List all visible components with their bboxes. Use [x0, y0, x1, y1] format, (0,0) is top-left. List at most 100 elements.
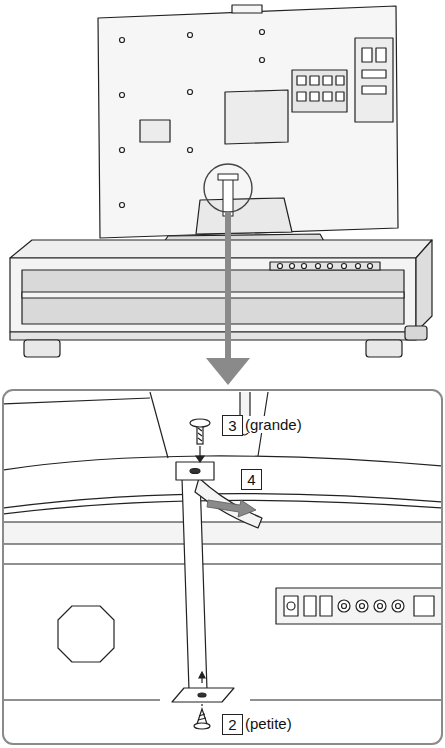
connectors: [284, 596, 434, 616]
large-screw: [190, 419, 210, 462]
strap-band: [182, 478, 207, 690]
drawing-part: [304, 596, 316, 616]
drawing-part: [225, 212, 231, 360]
drawing-part: [378, 604, 383, 609]
detail-view: [4, 392, 441, 700]
av-jacks: [278, 264, 373, 269]
detail-panel: [3, 390, 442, 744]
drawing-part: [342, 264, 347, 269]
tv-set: [98, 5, 398, 254]
tv-terminal-panel: [292, 70, 347, 112]
drawing-part: [194, 723, 210, 729]
mount-holes: [120, 30, 265, 208]
zoom-arrow: [206, 212, 250, 385]
terminals: [297, 48, 386, 101]
drawing-part: [188, 90, 193, 95]
drawing-part: [223, 176, 233, 216]
strap-small: [218, 174, 238, 216]
base-top: [4, 456, 441, 470]
drawing-part: [392, 600, 404, 612]
tv-back: [98, 6, 398, 238]
cabinet-opening: [22, 270, 404, 324]
strap-hole: [198, 693, 206, 697]
drawing-part: [297, 92, 306, 101]
drawing-part: [316, 264, 321, 269]
drawing-part: [206, 358, 250, 385]
drawing-part: [120, 203, 125, 208]
tv-side-block: [355, 38, 393, 122]
callout-box: 2: [222, 714, 243, 735]
drawing-part: [374, 600, 386, 612]
drawing-part: [290, 264, 295, 269]
drawing-part: [302, 264, 307, 269]
drawing-part: [190, 419, 210, 427]
drawing-part: [287, 602, 295, 610]
cabinet-back-strip: [270, 262, 380, 270]
drawing-part: [297, 76, 306, 85]
drawing-part: [414, 596, 434, 616]
drawing-part: [260, 58, 265, 63]
drawing-part: [260, 30, 265, 35]
drawing-part: [188, 148, 193, 153]
drawing-part: [356, 264, 361, 269]
foot: [405, 326, 427, 340]
connector-panel: [276, 588, 441, 624]
cabinet-back-edge: [4, 563, 441, 564]
magnifier-circle: [204, 164, 252, 212]
strap-hole: [190, 469, 200, 474]
callout-number: 3: [223, 417, 242, 434]
callout-number: 4: [242, 471, 261, 488]
drawing-part: [360, 604, 365, 609]
cable-hole: [58, 606, 114, 662]
cabinet-top: [10, 240, 432, 258]
cabinet-shelf: [22, 292, 404, 298]
size-note: (petite): [244, 715, 293, 732]
drawing-part: [368, 264, 373, 269]
size-note: (grande): [244, 416, 303, 433]
tv-recess: [225, 90, 288, 144]
cabinet-plinth: [10, 332, 416, 340]
drawing-part: [120, 93, 125, 98]
tv-cabinet: [10, 240, 432, 357]
drawing-part: [376, 48, 386, 62]
drawing-part: [198, 714, 206, 720]
drawing-part: [218, 174, 238, 180]
drawing-part: [342, 604, 347, 609]
foot: [24, 340, 60, 357]
drawing-part: [323, 92, 332, 101]
drawing-part: [362, 86, 386, 94]
drawing-part: [336, 76, 344, 85]
foot: [366, 340, 402, 357]
drawing-part: [284, 596, 298, 616]
drawing-part: [188, 33, 193, 38]
callout-number: 2: [223, 716, 242, 733]
drawing-part: [120, 38, 125, 43]
drawing-part: [396, 604, 401, 609]
cabinet-side: [416, 240, 432, 332]
drawing-part: [310, 76, 319, 85]
callout-box: 3: [222, 415, 243, 436]
strap: [172, 462, 262, 702]
cabinet-front: [10, 258, 416, 332]
drawing-part: [323, 76, 332, 85]
drawing-part: [356, 600, 368, 612]
small-screw: [194, 672, 210, 729]
callout-box: 4: [241, 469, 262, 490]
drawing-part: [362, 70, 386, 78]
slide-arrow: [207, 500, 256, 517]
drawing-part: [362, 48, 372, 62]
drawing-part: [328, 264, 333, 269]
cabinet-rail: [4, 522, 441, 544]
drawing-part: [199, 672, 205, 678]
tv-vent: [140, 120, 170, 142]
strap-foot: [172, 688, 234, 702]
stand-neck: [150, 392, 168, 458]
strap-loop: [176, 462, 214, 480]
drawing-part: [120, 148, 125, 153]
tv-lower-edge: [4, 398, 150, 404]
drawing-part: [198, 428, 202, 441]
drawing-part: [278, 264, 283, 269]
